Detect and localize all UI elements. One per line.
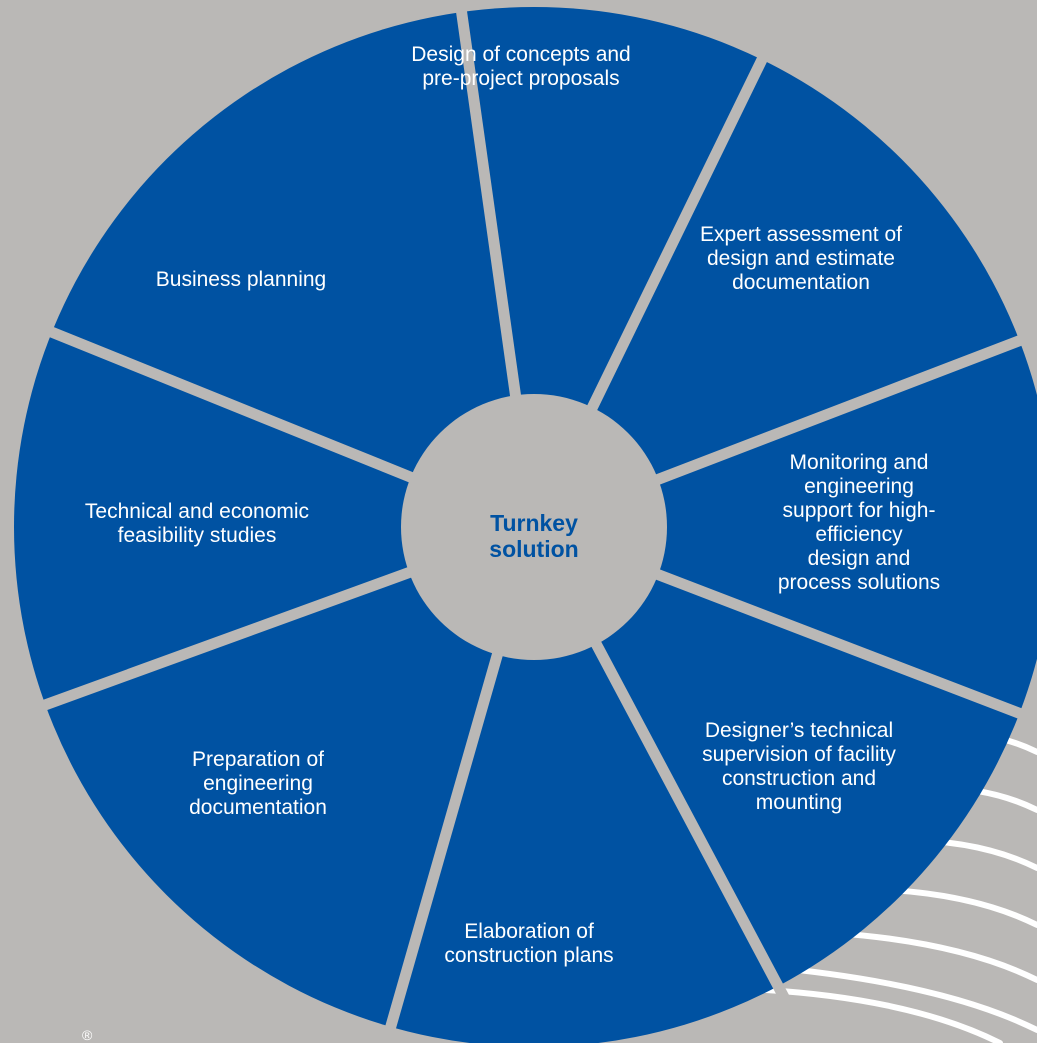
segment-label-supervision: Designer’s technical supervision of faci…	[702, 719, 896, 814]
separator-upper-right	[583, 39, 776, 418]
segment-label-construction-plans: Elaboration of construction plans	[444, 920, 614, 967]
segment-label-business-planning: Business planning	[155, 268, 327, 291]
segment-label-concepts: Design of concepts and pre-project propo…	[411, 43, 631, 90]
separator-right-upper	[648, 328, 1037, 488]
segment-label-engineering-docs: Preparation of engineering documentation	[189, 748, 327, 819]
center-title: Turnkey solution	[489, 510, 579, 562]
separator-lower-right	[587, 634, 793, 1007]
registered-mark: ®	[82, 1027, 93, 1043]
segment-label-monitoring: Monitoring and engineering support for h…	[777, 451, 941, 594]
separator-right-lower	[648, 566, 1037, 726]
separator-left-lower	[24, 564, 419, 717]
segment-separators	[24, 0, 1037, 1043]
segment-label-expert-assessment: Expert assessment of design and estimate…	[700, 223, 902, 294]
separator-left-upper	[31, 319, 421, 486]
segment-label-feasibility: Technical and economic feasibility studi…	[84, 500, 310, 547]
separator-bottom	[380, 645, 505, 1043]
separator-top	[454, 0, 523, 404]
center-hub	[401, 394, 667, 660]
